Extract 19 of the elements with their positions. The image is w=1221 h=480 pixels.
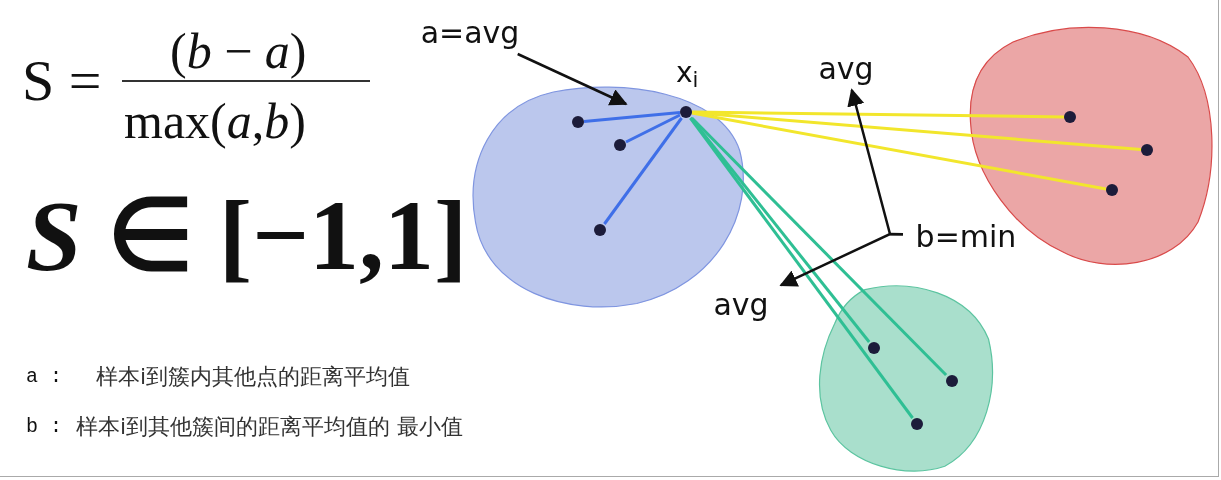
note-text: b : [26,414,62,440]
distance-line [625,113,681,144]
point-label: x$_{i}$ [676,55,699,94]
distance-line [603,117,683,225]
distance-line [691,111,1107,191]
annotation-text: b=min [914,217,1018,256]
note-text: 样本i到簇内其他点的距离平均值 [96,363,411,391]
annotation-text: avg [712,285,770,324]
distance-line [690,116,948,377]
note-text: a : [26,364,62,390]
annotation-text: avg [817,49,875,88]
distance-line [689,117,914,419]
arrow [779,232,904,287]
note-text: 样本i到其他簇间的距离平均值的 最小值 [76,413,464,441]
arrow [517,52,628,106]
annotation-text: a=avg [419,13,521,52]
formula-text: S ∈ [−1,1] [26,186,468,286]
formula-text: S = [22,52,102,110]
distance-line [583,111,681,123]
